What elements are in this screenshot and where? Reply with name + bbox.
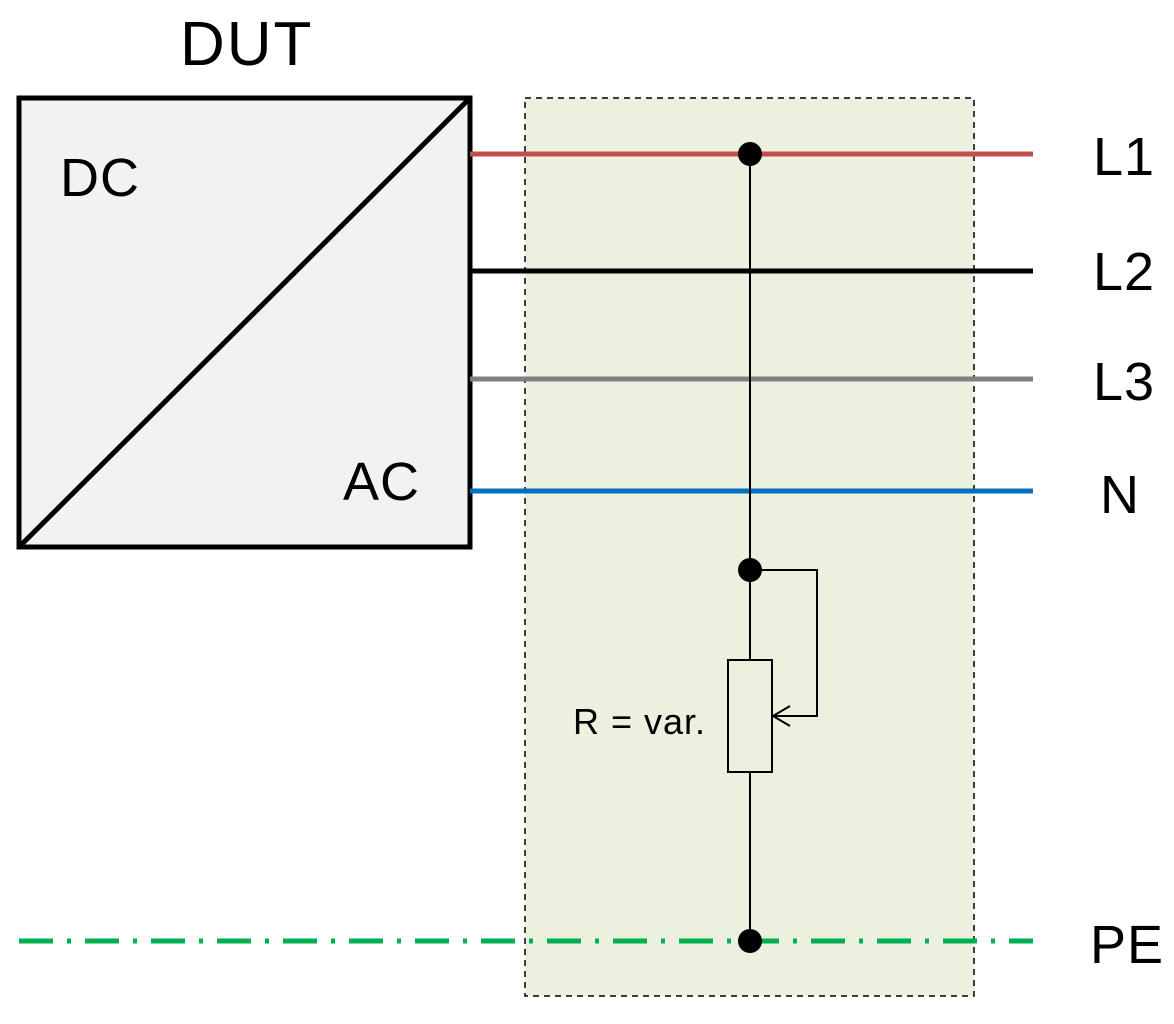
dc-label: DC: [60, 148, 140, 208]
label-l3: L3: [1093, 352, 1155, 412]
resistor-wiper: [750, 569, 818, 717]
wiper-arrow-icon: [771, 705, 791, 727]
label-n: N: [1100, 465, 1140, 525]
ac-label: AC: [343, 452, 420, 512]
label-l2: L2: [1093, 242, 1155, 302]
resistor-label: R = var.: [573, 701, 706, 742]
junction-pe: [738, 929, 762, 953]
label-pe: PE: [1090, 915, 1164, 975]
dut-diagonal: [17, 96, 472, 549]
label-l1: L1: [1093, 127, 1155, 187]
junction-wiper: [738, 558, 762, 582]
junction-l1: [738, 142, 762, 166]
dut-title: DUT: [180, 10, 313, 79]
